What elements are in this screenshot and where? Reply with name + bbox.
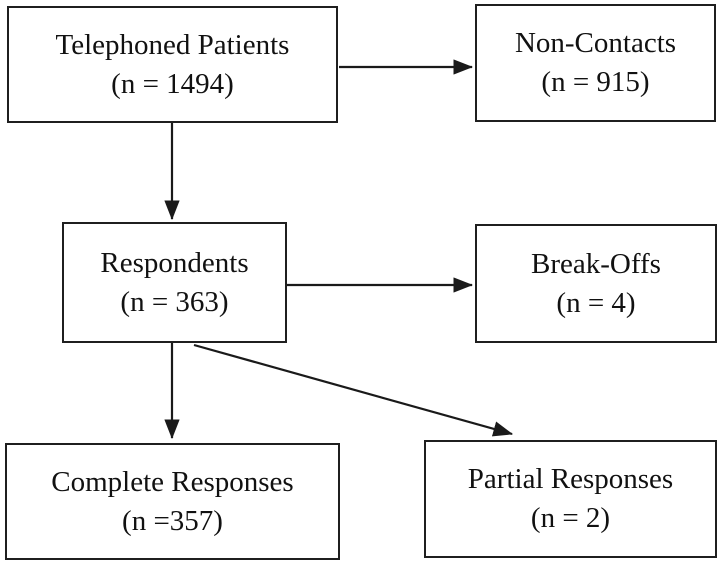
node-count: (n = 2) — [530, 502, 611, 534]
node-label: Non-Contacts — [514, 27, 677, 60]
node-complete-responses: Complete Responses (n =357) — [5, 443, 340, 560]
node-label: Break-Offs — [531, 247, 661, 280]
node-count: (n = 363) — [120, 285, 229, 318]
node-label: Partial Responses — [467, 463, 674, 496]
node-non-contacts: Non-Contacts (n = 915) — [475, 4, 716, 122]
node-count: (n = 915) — [541, 66, 650, 98]
node-respondents: Respondents (n = 363) — [62, 222, 287, 343]
node-count: (n = 1494) — [111, 67, 234, 100]
node-label: Complete Responses — [51, 465, 294, 498]
node-count: (n = 4) — [556, 286, 636, 319]
edge-respondents-to-partial-responses — [193, 343, 514, 437]
node-label: Telephoned Patients — [55, 28, 290, 61]
node-count: (n =357) — [122, 504, 223, 537]
node-telephoned-patients: Telephoned Patients (n = 1494) — [7, 6, 338, 123]
node-break-offs: Break-Offs (n = 4) — [475, 224, 717, 343]
node-label: Respondents — [100, 246, 249, 279]
node-partial-responses: Partial Responses (n = 2) — [424, 440, 717, 558]
